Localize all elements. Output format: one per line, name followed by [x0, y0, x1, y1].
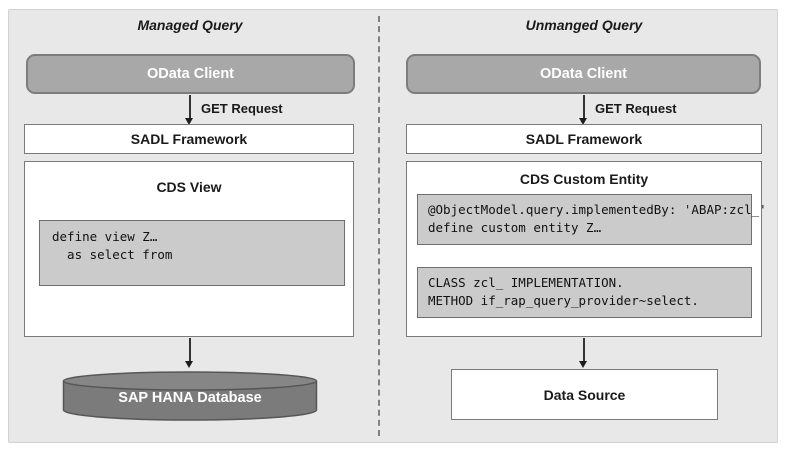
cds-custom-entity-container: CDS Custom Entity @ObjectModel.query.imp…	[406, 161, 767, 337]
arrow-head-down-icon	[579, 118, 587, 125]
column-divider-dashed-line	[378, 16, 380, 436]
sadl-framework-node-left: SADL Framework	[24, 124, 354, 154]
code-line: define custom entity Z…	[428, 220, 602, 235]
arrow-head-down-icon	[579, 361, 587, 368]
code-line: define view Z…	[52, 229, 158, 244]
cds-view-container: CDS View define view Z… as select from	[24, 161, 354, 337]
code-line: METHOD if_rap_query_provider~select.	[428, 293, 699, 308]
data-source-label: Data Source	[543, 386, 626, 403]
code-line: @ObjectModel.query.implementedBy: 'ABAP:…	[428, 202, 767, 217]
cds-view-code-box: define view Z… as select from	[39, 220, 345, 286]
unmanaged-query-title: Unmanged Query	[525, 17, 643, 33]
odata-client-label-left: OData Client	[146, 66, 234, 82]
sadl-framework-label-right: SADL Framework	[525, 131, 643, 147]
arrow-line	[189, 338, 191, 362]
get-request-label-left: GET Request	[201, 101, 283, 116]
odata-client-label-right: OData Client	[539, 66, 627, 82]
annotation-code-box: @ObjectModel.query.implementedBy: 'ABAP:…	[417, 194, 767, 245]
database-cylinder-icon	[62, 371, 318, 421]
arrow-line	[189, 95, 191, 119]
cds-view-title: CDS View	[156, 179, 222, 195]
class-implementation-code-box: CLASS zcl_ IMPLEMENTATION. METHOD if_rap…	[417, 267, 752, 318]
data-source-node: Data Source	[451, 369, 718, 420]
get-request-arrow-left	[185, 95, 194, 125]
sadl-framework-node-right: SADL Framework	[406, 124, 762, 154]
arrow-line	[583, 95, 585, 119]
code-line: as select from	[52, 247, 173, 262]
arrow-head-down-icon	[185, 118, 193, 125]
arrow-line	[583, 338, 585, 362]
cds-to-database-arrow	[185, 338, 194, 368]
managed-query-title: Managed Query	[137, 17, 243, 33]
odata-client-node-right: OData Client	[406, 54, 761, 94]
arrow-head-down-icon	[185, 361, 193, 368]
sap-hana-database-label: SAP HANA Database	[118, 390, 262, 406]
get-request-label-right: GET Request	[595, 101, 677, 116]
cds-custom-entity-title: CDS Custom Entity	[519, 171, 649, 187]
get-request-arrow-right	[579, 95, 588, 125]
sap-hana-database-cylinder: SAP HANA Database	[62, 370, 318, 422]
odata-client-node-left: OData Client	[26, 54, 355, 94]
code-line: CLASS zcl_ IMPLEMENTATION.	[428, 275, 624, 290]
sadl-framework-label-left: SADL Framework	[130, 131, 248, 147]
entity-to-datasource-arrow	[579, 338, 588, 368]
